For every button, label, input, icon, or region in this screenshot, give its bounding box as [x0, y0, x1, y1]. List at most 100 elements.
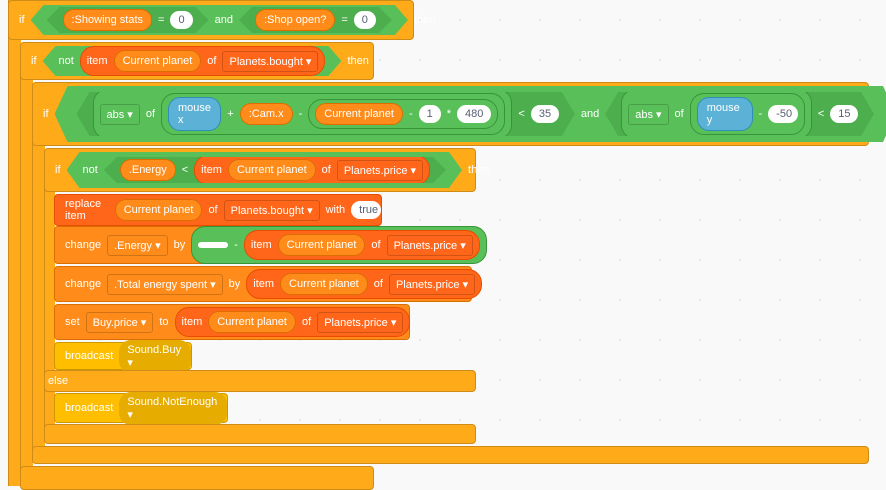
- equals-operator[interactable]: :Showing stats=0: [47, 7, 209, 33]
- list-dropdown[interactable]: Planets.price: [389, 274, 475, 295]
- of-label: of: [302, 316, 311, 328]
- by-label: by: [174, 239, 186, 251]
- set-label: set: [65, 316, 80, 328]
- of-label: of: [146, 108, 155, 120]
- and-label: and: [215, 14, 233, 26]
- list-dropdown[interactable]: Planets.bought: [222, 51, 318, 72]
- if-block-3[interactable]: if absof mouse x+:Cam.x- Current planet-…: [32, 82, 869, 146]
- less-than-operator[interactable]: absof mouse y--50 <15: [605, 92, 874, 136]
- lt: <: [182, 164, 188, 176]
- broadcast-label: broadcast: [65, 402, 113, 414]
- value-input[interactable]: true: [351, 201, 381, 219]
- minus: -: [759, 108, 763, 120]
- subtract-operator[interactable]: mouse x+:Cam.x- Current planet-1*480: [161, 93, 505, 135]
- variable-current-planet[interactable]: Current planet: [114, 50, 202, 72]
- subtract-operator[interactable]: mouse y--50: [690, 93, 805, 135]
- times: *: [447, 108, 451, 120]
- variable-current-planet[interactable]: Current planet: [115, 199, 203, 221]
- broadcast-buy-block[interactable]: broadcast Sound.Buy: [54, 342, 192, 370]
- item-label: item: [251, 239, 272, 251]
- if-label: if: [19, 14, 25, 26]
- if2-end: [20, 466, 374, 490]
- list-dropdown[interactable]: Planets.price: [317, 312, 403, 333]
- variable-current-planet[interactable]: Current planet: [208, 311, 296, 333]
- item-of-list[interactable]: item Current planet of Planets.bought: [80, 46, 326, 76]
- mouse-y-reporter[interactable]: mouse y: [697, 97, 753, 131]
- then-label: then: [468, 164, 489, 176]
- message-dropdown[interactable]: Sound.NotEnough: [119, 392, 227, 425]
- list-dropdown[interactable]: Planets.price: [337, 160, 423, 181]
- variable-current-planet[interactable]: Current planet: [280, 273, 368, 295]
- not-label: not: [59, 55, 74, 67]
- abs-of-operator[interactable]: absof mouse x+:Cam.x- Current planet-1*4…: [93, 89, 513, 139]
- equals-operator[interactable]: :Shop open?=0: [239, 7, 392, 33]
- replace-label: replace item: [65, 198, 109, 222]
- broadcast-notenough-block[interactable]: broadcast Sound.NotEnough: [54, 393, 228, 423]
- item-label: item: [87, 55, 108, 67]
- item-label: item: [253, 278, 274, 290]
- variable-dropdown[interactable]: .Total energy spent: [107, 274, 223, 295]
- then-label: then: [347, 55, 368, 67]
- if-label: if: [55, 164, 61, 176]
- variable-dropdown[interactable]: .Energy: [107, 235, 168, 256]
- number-input[interactable]: 1: [419, 105, 441, 123]
- and-operator[interactable]: :Showing stats=0 and :Shop open?=0: [31, 5, 408, 35]
- of-label: of: [371, 239, 380, 251]
- message-dropdown[interactable]: Sound.Buy: [119, 340, 191, 373]
- lt: <: [518, 108, 524, 120]
- variable-showing-stats[interactable]: :Showing stats: [63, 9, 153, 31]
- item-of-list[interactable]: item Current planet of Planets.price: [244, 230, 480, 260]
- of-label: of: [675, 108, 684, 120]
- empty-input[interactable]: [198, 242, 228, 248]
- less-than-operator[interactable]: absof mouse x+:Cam.x- Current planet-1*4…: [77, 92, 575, 136]
- item-of-list[interactable]: item Current planet of Planets.price: [246, 269, 482, 299]
- by-label: by: [229, 278, 241, 290]
- abs-of-operator[interactable]: absof mouse y--50: [621, 89, 812, 139]
- number-input[interactable]: -50: [768, 105, 798, 123]
- variable-current-planet[interactable]: Current planet: [315, 103, 403, 125]
- variable-current-planet[interactable]: Current planet: [228, 159, 316, 181]
- minus: -: [409, 108, 413, 120]
- change-label: change: [65, 278, 101, 290]
- variable-dropdown[interactable]: Buy.price: [86, 312, 154, 333]
- and-label: and: [581, 108, 599, 120]
- value-input[interactable]: 0: [170, 11, 192, 29]
- to-label: to: [159, 316, 168, 328]
- multiply-operator[interactable]: Current planet-1 * 480: [308, 99, 498, 129]
- mouse-x-reporter[interactable]: mouse x: [168, 97, 221, 131]
- function-dropdown[interactable]: abs: [628, 104, 668, 125]
- broadcast-label: broadcast: [65, 350, 113, 362]
- list-dropdown[interactable]: Planets.bought: [224, 200, 320, 221]
- function-dropdown[interactable]: abs: [100, 104, 140, 125]
- replace-item-block[interactable]: replace item Current planet of Planets.boug…: [54, 194, 382, 226]
- variable-energy[interactable]: .Energy: [120, 159, 176, 181]
- number-input[interactable]: 35: [531, 105, 559, 123]
- then-label: then: [414, 14, 435, 26]
- not-operator[interactable]: not item Current planet of Planets.bought: [43, 46, 342, 76]
- number-input[interactable]: 15: [830, 105, 858, 123]
- list-dropdown[interactable]: Planets.price: [387, 235, 473, 256]
- variable-current-planet[interactable]: Current planet: [278, 234, 366, 256]
- of-label: of: [208, 204, 217, 216]
- of-label: of: [374, 278, 383, 290]
- number-input[interactable]: 480: [457, 105, 491, 123]
- change-total-energy-block[interactable]: change .Total energy spent by item Current …: [54, 266, 472, 302]
- of-label: of: [207, 55, 216, 67]
- if-else-end: [44, 424, 476, 444]
- variable-cam-x[interactable]: :Cam.x: [240, 103, 293, 125]
- variable-shop-open[interactable]: :Shop open?: [255, 9, 335, 31]
- lt: <: [818, 108, 824, 120]
- of-label: of: [322, 164, 331, 176]
- value-input[interactable]: 0: [354, 11, 376, 29]
- if-block-1[interactable]: if :Showing stats=0 and :Shop open?=0 th…: [8, 0, 414, 40]
- and-operator[interactable]: absof mouse x+:Cam.x- Current planet-1*4…: [55, 86, 886, 142]
